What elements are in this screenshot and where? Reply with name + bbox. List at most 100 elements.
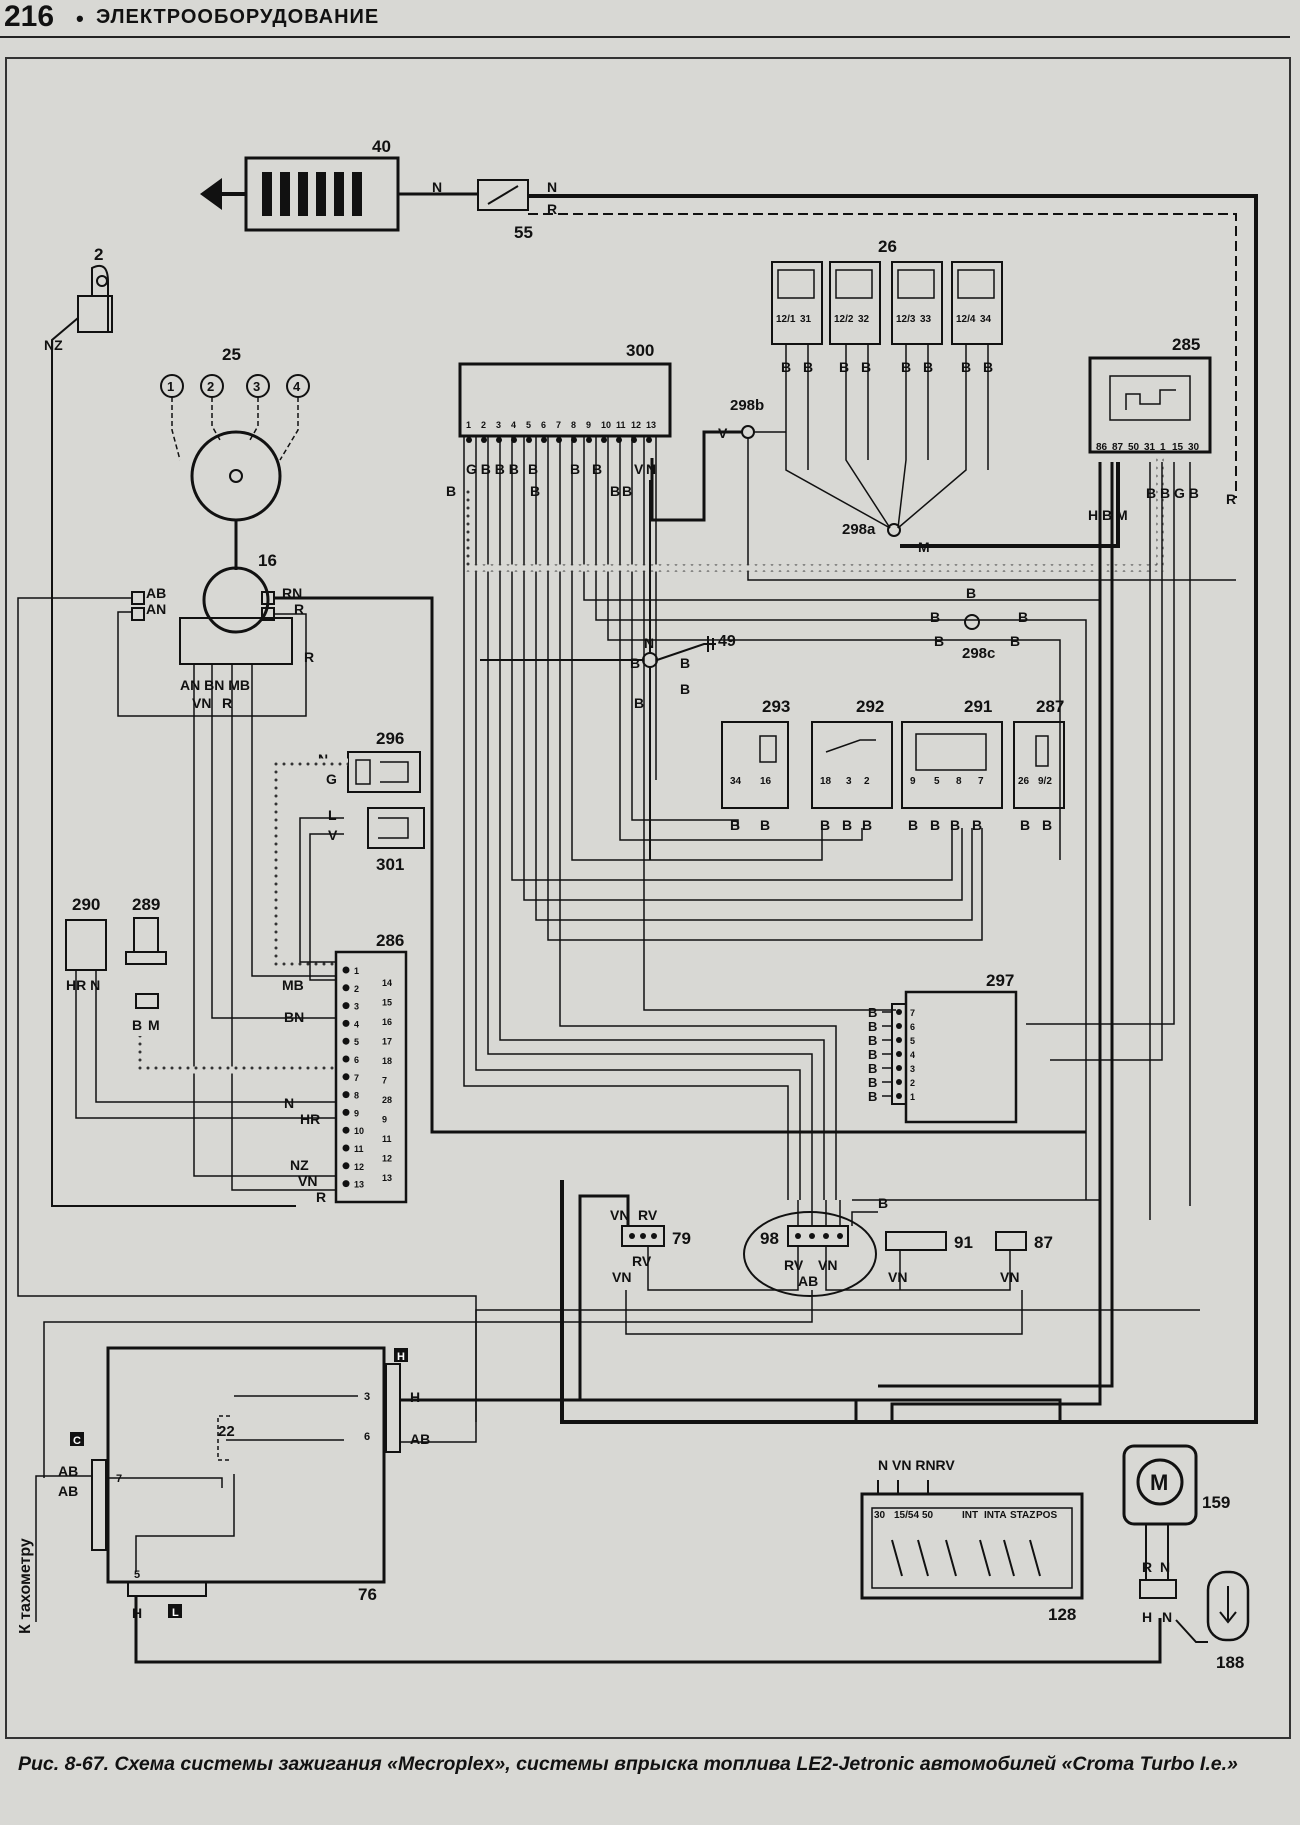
ecu300-pin-dot: [541, 437, 547, 443]
label-98: 98: [760, 1229, 779, 1248]
ecu300-pin-6: 6: [541, 420, 546, 430]
s287-wire-b1: B: [1020, 817, 1030, 833]
wire-nz-2: NZ: [44, 337, 63, 353]
label-301: 301: [376, 855, 404, 874]
relay285-pin-7: 30: [1188, 442, 1200, 453]
c286-pin-dot: [342, 1037, 350, 1045]
c297-wire-b: B: [868, 1061, 877, 1076]
junction-298a: 298a M: [842, 462, 1120, 555]
s292-pin-1: 18: [820, 776, 832, 787]
label-76: 76: [358, 1585, 377, 1604]
m291-pin-2: 5: [934, 776, 940, 787]
page-frame: [5, 57, 1291, 1739]
wires-98-group: [43, 1200, 1023, 1478]
c286-wire-r: R: [316, 1189, 326, 1205]
c286-pin-left-4: 4: [354, 1019, 359, 1029]
s293-pin-2: 16: [760, 776, 772, 787]
label-2: 2: [94, 245, 103, 264]
relay26-pin-8: 34: [980, 314, 992, 325]
connector-79: 79 VN RV RV VN: [578, 1194, 1062, 1424]
motor-159: M 159 R N H N: [1122, 1444, 1230, 1625]
c286-pin-dot: [342, 1108, 350, 1116]
label-188: 188: [1216, 1653, 1244, 1672]
label-290: 290: [72, 895, 100, 914]
c286-wire-vn: VN: [298, 1173, 317, 1189]
c76-wire-ab: AB: [410, 1431, 430, 1447]
ecu300-pin-13: 13: [646, 420, 656, 430]
s289-wire-m: M: [148, 1017, 160, 1033]
label-49: 49: [718, 633, 736, 650]
ecu300-pin-12: 12: [631, 420, 641, 430]
sensor-289: 289 B M: [125, 895, 336, 1074]
relay26-pin-5: 12/3: [896, 314, 916, 325]
distributor-terminal-4: 4: [293, 379, 301, 394]
c76-wire-ab2: AB: [58, 1463, 78, 1479]
c286-pin-dot: [342, 1073, 350, 1081]
c286-wire-hr: HR: [300, 1111, 320, 1127]
wire-r-fuse: R: [547, 201, 557, 217]
relay26-pin-4: 32: [858, 314, 870, 325]
c296-wire-g: G: [326, 771, 337, 787]
c286-pin-dot: [342, 1126, 350, 1134]
connector-286: 286 MB BN N HR NZ VN R 12345678910111213…: [282, 931, 408, 1205]
c297-pin-dot: [896, 1093, 902, 1099]
relay285-pin-6: 15: [1172, 442, 1184, 453]
c286-pin-right-15-1: 15: [382, 998, 392, 1008]
ecu300-wire-b-r1: B: [530, 483, 540, 499]
label-293: 293: [762, 697, 790, 716]
c79-wire-vn: VN: [610, 1207, 629, 1223]
s292-wire-b1: B: [820, 817, 830, 833]
c297-wire-b: B: [868, 1005, 877, 1020]
c76-pin-7: 7: [116, 1473, 122, 1485]
ecu300-pin-8: 8: [571, 420, 576, 430]
connector-91: 91 VN: [885, 1231, 973, 1285]
label-55: 55: [514, 223, 533, 242]
c286-pin-right-9-7: 9: [382, 1115, 387, 1125]
c286-pin-left-7: 7: [354, 1073, 359, 1083]
wire-n-battery: N: [432, 179, 442, 195]
sensor-293: 293 34 16 B B: [721, 697, 790, 833]
ecu300-pin-dot: [601, 437, 607, 443]
sw128-pin-pos: POS: [1036, 1510, 1057, 1521]
m159-wire-h: H: [1142, 1609, 1152, 1625]
label-291: 291: [964, 697, 992, 716]
gnd49-wire-b1: B: [630, 655, 640, 671]
c297-pin-7: 7: [910, 1008, 915, 1018]
motor-symbol: M: [1150, 1470, 1168, 1495]
ecu300-wire-v: V: [634, 461, 644, 477]
c297-pin-dot: [896, 1079, 902, 1085]
c286-pin-dot: [342, 1055, 350, 1063]
junction-298c: 298c B B B B B: [930, 585, 1028, 662]
c297-pin-dot: [896, 1051, 902, 1057]
gnd49-wire-b2: B: [680, 655, 690, 671]
j298c-wire-b1: B: [930, 609, 940, 625]
ecu300-pin-5: 5: [526, 420, 531, 430]
c98-wire-b-top: B: [878, 1195, 888, 1211]
ecu300-pin-dot: [586, 437, 592, 443]
c76-pin-3: 3: [364, 1391, 370, 1403]
ecu300-wire-b-mid2: B: [570, 461, 580, 477]
c286-pin-dot: [342, 1144, 350, 1152]
relay26-wire-b4: B: [861, 359, 871, 375]
c297-wire-b: B: [868, 1019, 877, 1034]
main-feed-wire: [528, 194, 1258, 1424]
fuse-55: 55 N R: [477, 179, 557, 242]
sensor-292: 292 18 3 2 B B B: [811, 697, 893, 833]
main-feed-wire-2: [528, 213, 1237, 498]
label-289: 289: [132, 895, 160, 914]
label-91: 91: [954, 1233, 973, 1252]
c301-wire-l: L: [328, 807, 337, 823]
label-296: 296: [376, 729, 404, 748]
c76-wire-ab3: AB: [58, 1483, 78, 1499]
s293-pin-1: 34: [730, 776, 742, 787]
c286-pin-right-11-8: 11: [382, 1134, 392, 1144]
c286-pin-left-11: 11: [354, 1144, 364, 1154]
c286-pin-right-14-0: 14: [382, 978, 392, 988]
sw128-pin-inta: INTA: [984, 1510, 1007, 1521]
distributor-terminal-3: 3: [253, 379, 260, 394]
c297-pin-2: 2: [910, 1078, 915, 1088]
connector-98: 98 RV VN AB B: [743, 1195, 888, 1297]
ecu300-pin-3: 3: [496, 420, 501, 430]
